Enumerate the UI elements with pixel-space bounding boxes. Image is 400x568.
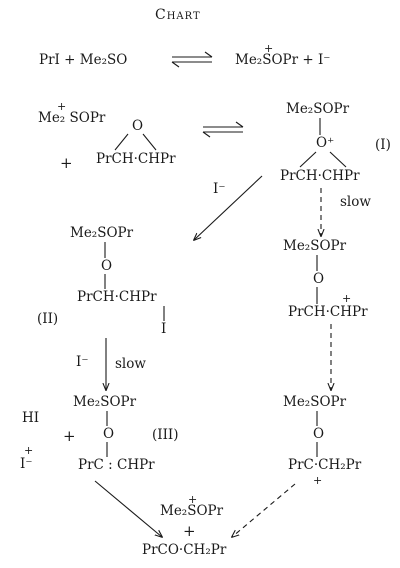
iodide-label-down: I⁻ bbox=[76, 354, 89, 370]
slow-label-right: slow bbox=[340, 194, 371, 210]
sulfonium-charge-2: + bbox=[57, 100, 67, 113]
iodide-ion: I⁻ bbox=[20, 456, 33, 472]
cation-top: Me₂SOPr bbox=[283, 238, 347, 254]
iodide-attack-label: I⁻ bbox=[213, 181, 226, 197]
product-sulfonium-charge: + bbox=[188, 493, 198, 506]
compound-ii-top: Me₂SOPr bbox=[70, 225, 134, 241]
hydrogen-iodide: HI bbox=[22, 410, 40, 426]
compound-ii-oxygen: O bbox=[101, 258, 113, 274]
compound-ii-label: (II) bbox=[37, 311, 59, 327]
compound-ii-iodine: I bbox=[161, 321, 167, 337]
sulfonium-reactant: Me₂ SOPr bbox=[38, 110, 106, 126]
cation-charge: + bbox=[342, 292, 352, 305]
equilibrium-arrowhead-reverse-2 bbox=[202, 131, 211, 138]
compound-i-top: Me₂SOPr bbox=[286, 101, 350, 117]
oxocarbenium-oxygen: O bbox=[313, 426, 325, 442]
compound-i-oxonium: O⁺ bbox=[316, 135, 335, 151]
epoxide: PrCH·CHPr bbox=[96, 151, 176, 167]
epoxide-oxygen: O bbox=[132, 118, 144, 134]
sulfonium-charge: + bbox=[264, 42, 274, 55]
equilibrium-arrowhead-forward-2 bbox=[235, 121, 244, 128]
equilibrium-arrowhead-reverse bbox=[171, 61, 180, 68]
cation-oxygen: O bbox=[313, 271, 325, 287]
sulfonium-iodide: Me₂SOPr + I⁻ bbox=[235, 52, 331, 68]
product-plus: + bbox=[183, 522, 196, 540]
epoxide-bond-left bbox=[114, 133, 129, 151]
plus-sign-iii: + bbox=[63, 427, 76, 445]
arrow-i-to-ii bbox=[194, 175, 263, 240]
compound-i-label: (I) bbox=[375, 137, 391, 153]
dashed-arrow-oxocarbenium-to-products bbox=[232, 483, 296, 537]
oxocarbenium-bottom: PrC·CH₂Pr bbox=[288, 457, 362, 473]
compound-iii-bottom: PrC : CHPr bbox=[78, 457, 155, 473]
compound-ii-bottom: PrCH·CHPr bbox=[77, 289, 157, 305]
compound-iii-top: Me₂SOPr bbox=[73, 394, 137, 410]
plus-sign-row2: + bbox=[60, 154, 73, 172]
chart-title: Chart bbox=[155, 7, 201, 23]
cation-bottom: PrCH·CHPr bbox=[288, 304, 368, 320]
epoxide-bond-right bbox=[142, 133, 157, 151]
arrow-iii-to-products bbox=[94, 480, 162, 537]
oxocarbenium-charge: + bbox=[313, 474, 323, 487]
product-sulfonium: Me₂SOPr bbox=[160, 503, 224, 519]
compound-iii-label: (III) bbox=[152, 427, 179, 443]
slow-label-left: slow bbox=[115, 356, 146, 372]
iodide-charge: + bbox=[24, 444, 34, 457]
equilibrium-arrowhead-forward bbox=[204, 51, 213, 58]
oxocarbenium-top: Me₂SOPr bbox=[283, 394, 347, 410]
compound-i-ring-right bbox=[329, 151, 347, 168]
reactants-pri-dmso: PrI + Me₂SO bbox=[39, 52, 128, 68]
compound-iii-oxygen: O bbox=[103, 426, 115, 442]
compound-i-bottom: PrCH·CHPr bbox=[280, 168, 360, 184]
compound-i-ring-left bbox=[299, 151, 317, 168]
product-ketone: PrCO·CH₂Pr bbox=[142, 542, 227, 558]
